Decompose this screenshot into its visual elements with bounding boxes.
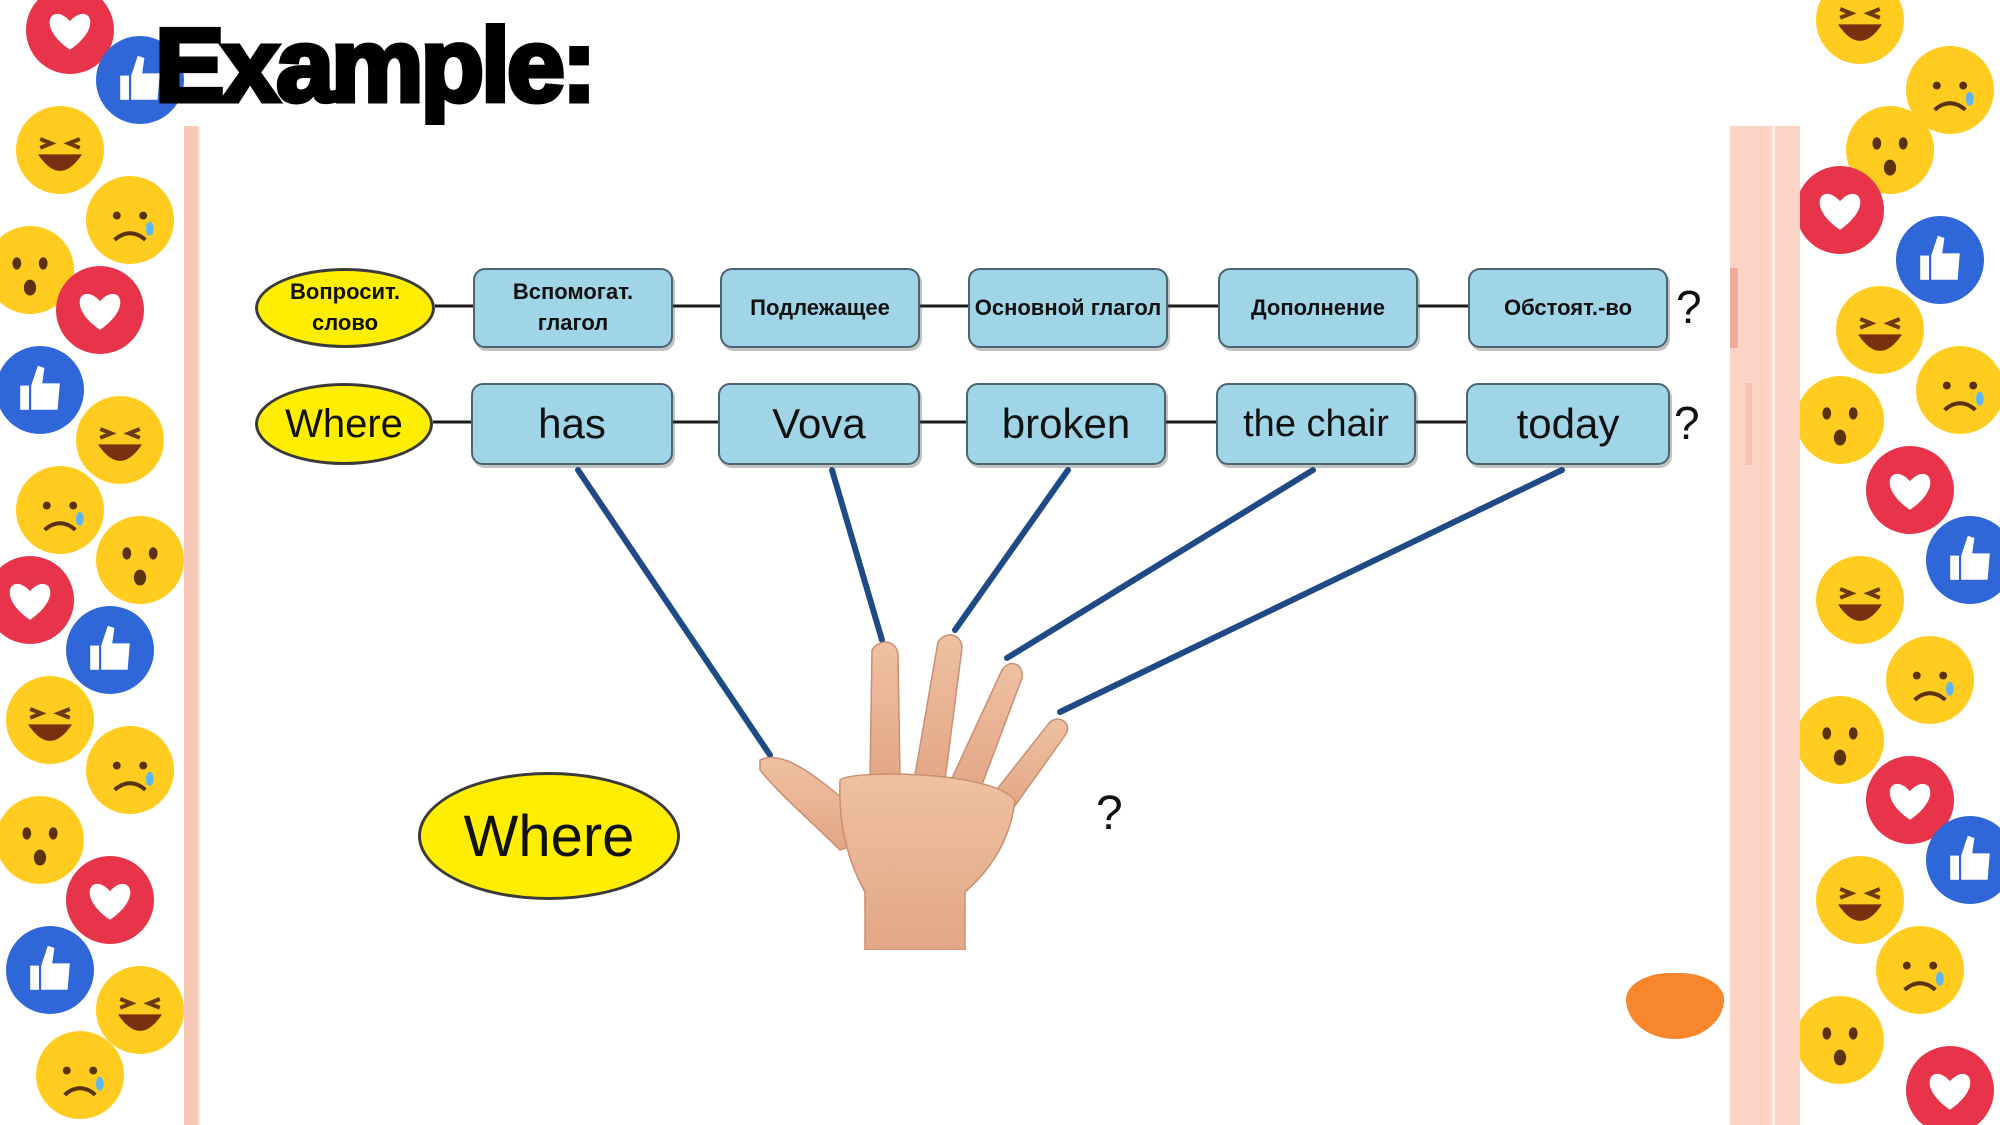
like-reaction-icon: [66, 606, 154, 694]
surprised-emoji-icon: [1800, 696, 1884, 784]
laughing-emoji-icon: [6, 676, 94, 764]
left-frame-stripe-inner: [198, 126, 200, 1125]
row1-box-adverbial: Обстоят.-во: [1468, 268, 1668, 348]
sad-emoji-icon: [36, 1031, 124, 1119]
row2-box-broken: broken: [966, 383, 1166, 465]
sad-emoji-icon: [86, 726, 174, 814]
like-reaction-icon: [1896, 216, 1984, 304]
like-reaction-icon: [96, 36, 184, 124]
row2-box-the-chair: the chair: [1216, 383, 1416, 465]
heart-reaction-icon: [0, 556, 74, 644]
row2-question-word-oval: Where: [255, 383, 433, 465]
laughing-emoji-icon: [76, 396, 164, 484]
heart-reaction-icon: [1866, 756, 1954, 844]
surprised-emoji-icon: [0, 226, 74, 314]
laughing-emoji-icon: [16, 106, 104, 194]
reaction-icons-left: [0, 0, 184, 1119]
orange-accent-blob: [1626, 973, 1724, 1039]
slide-title: Example:: [152, 8, 598, 124]
right-frame-stripe-4: [1772, 126, 1775, 1125]
left-frame-stripe: [184, 126, 198, 1125]
row1-box-main-verb: Основной глагол: [968, 268, 1168, 348]
row1-box-auxiliary-verb: Вспомогат. глагол: [473, 268, 673, 348]
heart-reaction-icon: [26, 0, 114, 74]
surprised-emoji-icon: [1846, 106, 1934, 194]
bottom-question-mark: ?: [1096, 787, 1123, 840]
laughing-emoji-icon: [1816, 856, 1904, 944]
sad-emoji-icon: [1916, 346, 2000, 434]
like-reaction-icon: [1926, 516, 2000, 604]
like-reaction-icon: [1926, 816, 2000, 904]
row2-question-mark: ?: [1674, 397, 1700, 449]
sad-emoji-icon: [1886, 636, 1974, 724]
heart-reaction-icon: [1866, 446, 1954, 534]
row1-box-object: Дополнение: [1218, 268, 1418, 348]
hand-illustration: [759, 634, 1069, 950]
surprised-emoji-icon: [1800, 376, 1884, 464]
sad-emoji-icon: [1906, 46, 1994, 134]
right-frame-stripe-3: [1760, 126, 1764, 1125]
sad-emoji-icon: [1876, 926, 1964, 1014]
left-reaction-border: [0, 0, 190, 1125]
right-frame-stripe-1: [1730, 268, 1738, 348]
like-reaction-icon: [6, 926, 94, 1014]
heart-reaction-icon: [1800, 166, 1884, 254]
bottom-question-word-oval: Where: [418, 772, 680, 900]
like-reaction-icon: [0, 346, 84, 434]
laughing-emoji-icon: [1816, 556, 1904, 644]
row1-question-word-oval: Вопросит. слово: [255, 268, 435, 348]
right-frame-band: [1730, 126, 1800, 1125]
finger-connector-lines: [575, 467, 1565, 758]
sad-emoji-icon: [16, 466, 104, 554]
surprised-emoji-icon: [96, 516, 184, 604]
row2-box-today: today: [1466, 383, 1670, 465]
laughing-emoji-icon: [1836, 286, 1924, 374]
right-reaction-border: [1800, 0, 2000, 1125]
row2-box-vova: Vova: [718, 383, 920, 465]
row1-box-subject: Подлежащее: [720, 268, 920, 348]
right-frame-stripe-2: [1746, 383, 1752, 465]
heart-reaction-icon: [1906, 1046, 1994, 1125]
laughing-emoji-icon: [96, 966, 184, 1054]
row1-question-mark: ?: [1676, 281, 1702, 333]
heart-reaction-icon: [56, 266, 144, 354]
surprised-emoji-icon: [0, 796, 84, 884]
laughing-emoji-icon: [1816, 0, 1904, 64]
row2-box-has: has: [471, 383, 673, 465]
surprised-emoji-icon: [1800, 996, 1884, 1084]
sad-emoji-icon: [86, 176, 174, 264]
reaction-icons-right: [1800, 0, 2000, 1125]
heart-reaction-icon: [66, 856, 154, 944]
